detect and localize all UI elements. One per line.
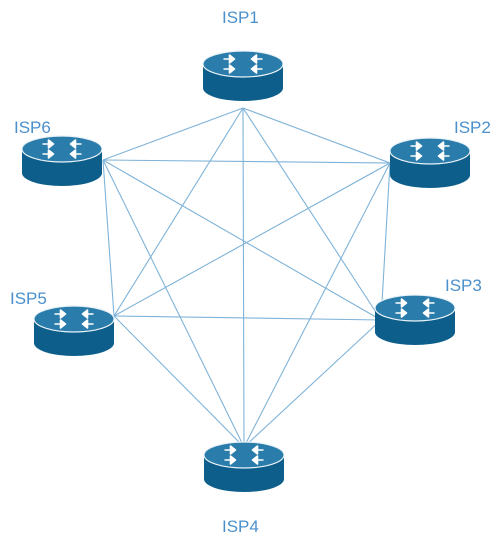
link-isp3-isp5 (113, 315, 382, 321)
link-isp1-isp6 (102, 107, 244, 161)
link-isp1-isp3 (242, 107, 382, 321)
link-isp1-isp5 (113, 107, 244, 317)
isp2-router-icon (389, 137, 471, 188)
link-isp2-isp3 (380, 162, 391, 321)
isp4-label: ISP4 (222, 517, 259, 536)
link-isp4-isp6 (102, 159, 245, 448)
isp5-router-icon (33, 305, 115, 356)
isp5-label: ISP5 (10, 289, 47, 308)
isp1-label: ISP1 (222, 8, 259, 27)
link-isp3-isp4 (243, 319, 382, 448)
link-isp2-isp5 (113, 162, 391, 317)
link-isp2-isp4 (243, 162, 391, 448)
link-isp5-isp6 (102, 159, 115, 317)
isp2-label: ISP2 (454, 118, 491, 137)
link-isp1-isp4 (242, 107, 245, 448)
links-layer (102, 107, 391, 448)
isp6-router-icon (21, 135, 103, 186)
routers-layer (21, 50, 471, 492)
link-isp3-isp6 (102, 159, 382, 321)
link-isp2-isp6 (102, 159, 391, 164)
isp3-router-icon (374, 294, 456, 345)
isp4-router-icon (203, 441, 285, 492)
isp1-router-icon (202, 50, 284, 101)
isp3-label: ISP3 (445, 276, 482, 295)
link-isp1-isp2 (242, 107, 391, 164)
link-isp4-isp5 (113, 315, 245, 448)
isp6-label: ISP6 (14, 118, 51, 137)
